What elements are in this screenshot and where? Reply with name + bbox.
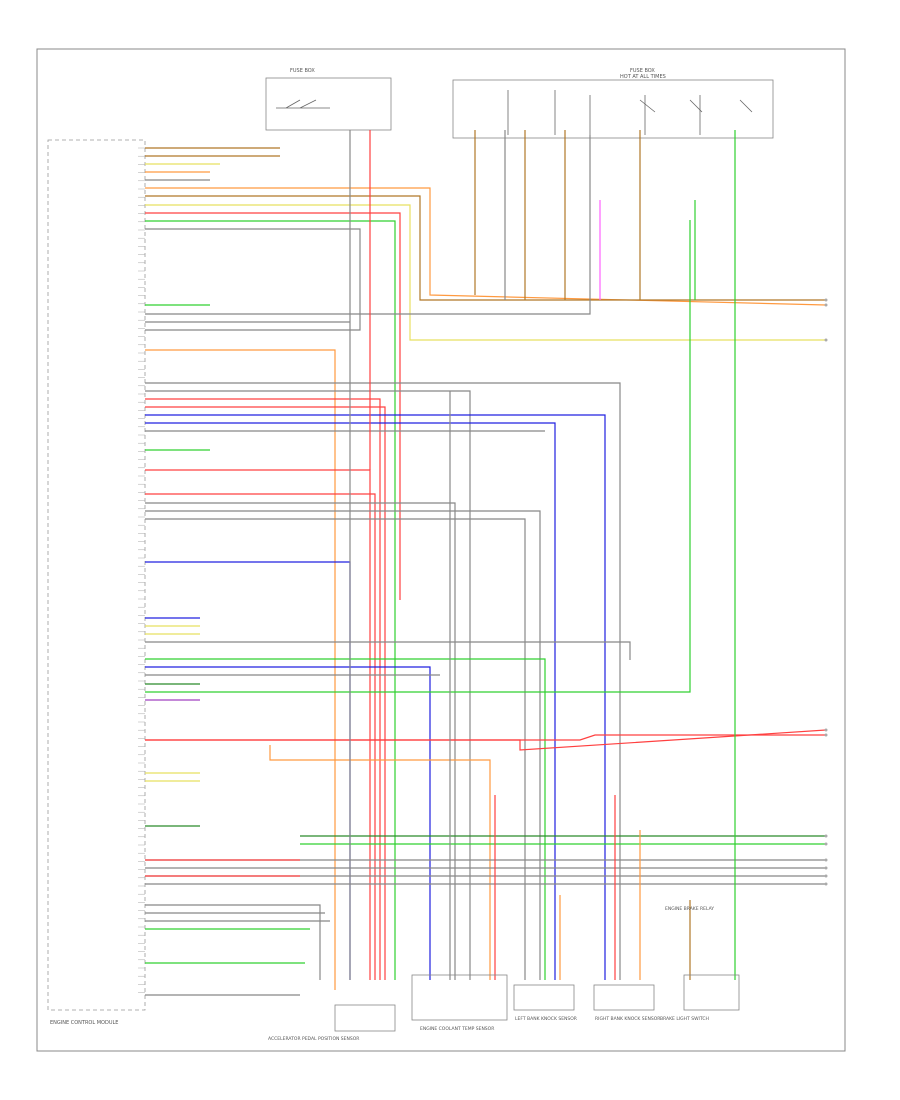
components [334,974,740,1032]
ecm-module-box [47,139,146,1011]
wires [145,130,827,996]
brake-switch-box [683,974,740,1011]
fuse-box-right [452,79,774,139]
ecm-pins [138,147,145,993]
left-knock-label: LEFT BANK KNOCK SENSOR [515,1016,577,1022]
brake-relay-label: ENGINE BRAKE RELAY [665,906,714,912]
engine-coolant-label: ENGINE COOLANT TEMP SENSOR [420,1026,494,1032]
fuse-box-top-label: FUSE BOX [290,68,315,74]
fuse-box-right-label: FUSE BOX [630,68,655,74]
accelerator-pedal-label: ACCELERATOR PEDAL POSITION SENSOR [268,1036,359,1042]
right-terminals [824,298,828,886]
ecm-label: ENGINE CONTROL MODULE [50,1020,118,1026]
left-knock-box [513,984,575,1011]
diagram-frame [36,48,846,1052]
right-knock-label: RIGHT BANK KNOCK SENSOR [595,1016,660,1022]
accelerator-pedal-box [334,1004,396,1032]
relay-switches [276,90,753,135]
brake-switch-label: BRAKE LIGHT SWITCH [660,1016,709,1022]
engine-coolant-box [411,974,508,1021]
fuse-box-top [265,77,392,131]
hot-at-all-times-label: HOT AT ALL TIMES [620,74,666,80]
right-knock-box [593,984,655,1011]
